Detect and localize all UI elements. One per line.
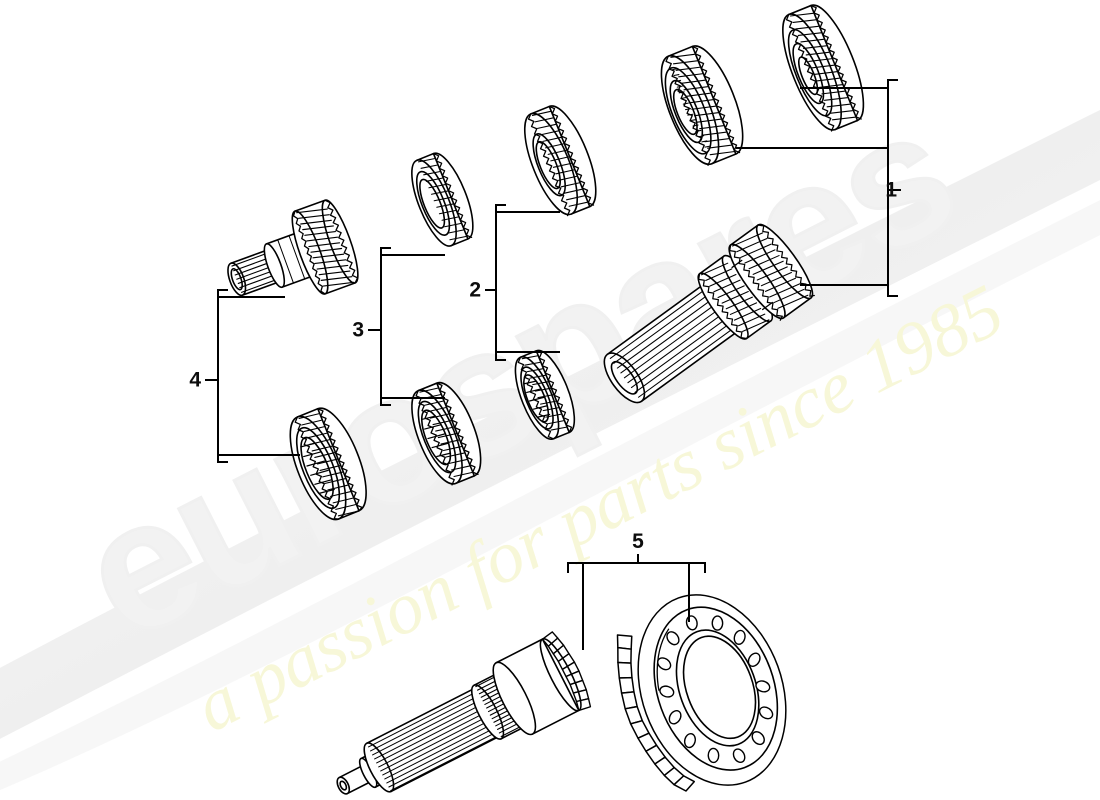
part-gear-2-upper [523, 105, 597, 217]
callout-5-number: 5 [632, 530, 644, 553]
callout-4[interactable]: 4 [189, 289, 300, 463]
part-synchro-ring-3 [411, 152, 474, 247]
part-gear-3-lower [411, 381, 482, 486]
callout-4-number: 4 [189, 369, 201, 392]
callout-2[interactable]: 2 [469, 204, 560, 361]
callout-1-bracket [887, 79, 898, 297]
callout-2-bracket [495, 204, 506, 361]
part-gear-4th-lower [289, 407, 367, 521]
callout-3-bracket [380, 247, 391, 406]
part-input-shaft-with-gear [227, 199, 359, 297]
callout-1-number: 1 [885, 179, 897, 202]
part-mainshaft-gear-cluster [603, 223, 815, 404]
callout-3-number: 3 [352, 319, 364, 342]
part-synchro-gear-1-mid [660, 45, 744, 166]
callout-1[interactable]: 1 [736, 79, 901, 297]
callout-2-number: 2 [469, 279, 481, 302]
part-gear-2-lower [514, 349, 576, 440]
part-ring-gear [616, 594, 787, 792]
callout-3[interactable]: 3 [352, 247, 445, 406]
callout-4-bracket [217, 289, 228, 463]
part-helical-gear-1-top [782, 4, 865, 132]
callout-5-bracket [567, 562, 706, 573]
part-drive-pinion-shaft [336, 631, 592, 795]
callout-5[interactable]: 5 [567, 530, 706, 650]
